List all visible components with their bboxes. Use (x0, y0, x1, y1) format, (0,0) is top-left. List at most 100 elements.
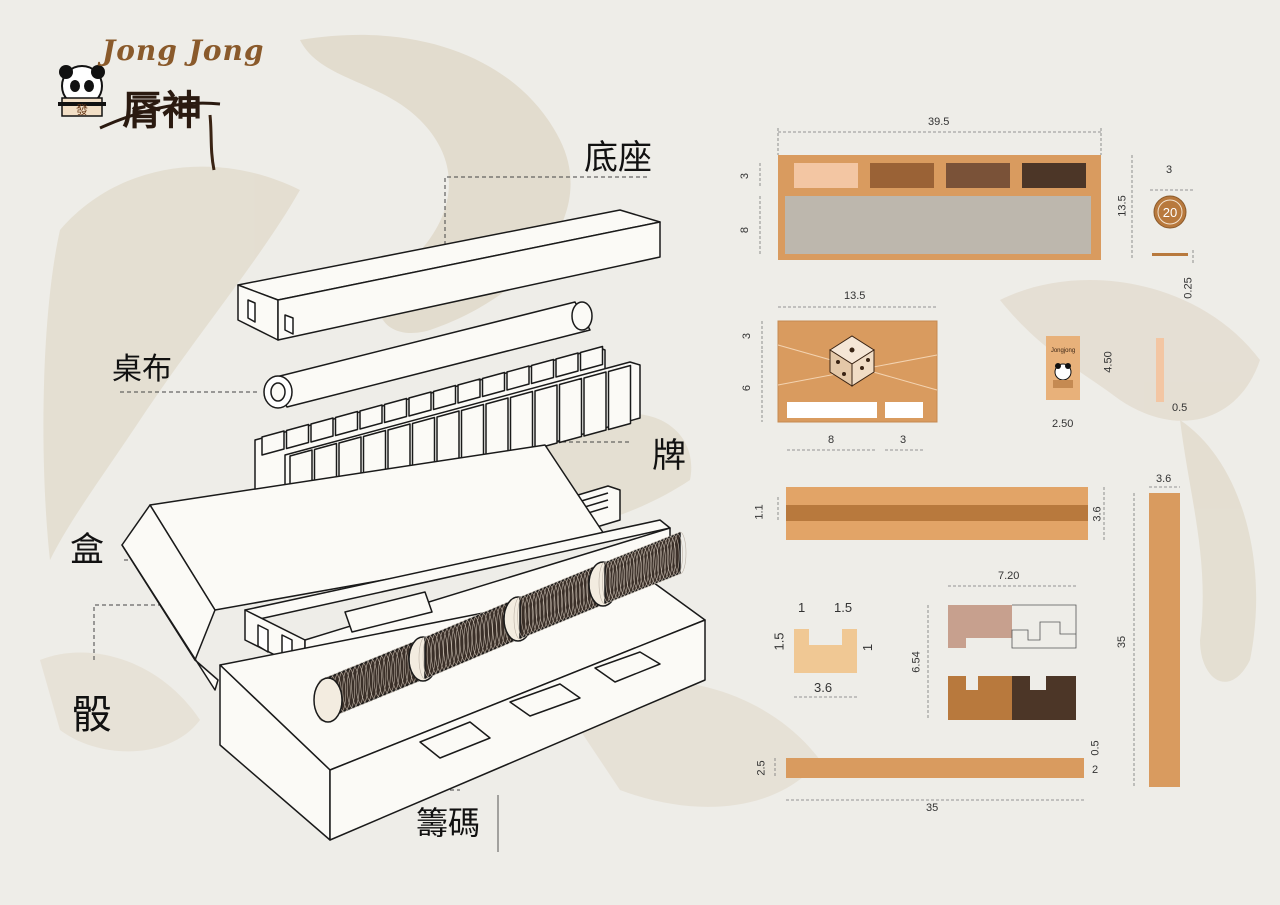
chip-ring (670, 533, 683, 576)
chip-ring (364, 658, 378, 702)
chip-ring (575, 571, 589, 614)
callout-tiles: 牌 (652, 436, 686, 476)
chip-ring (571, 572, 585, 616)
mahjong-tile-back (555, 352, 579, 378)
chip-ring (513, 596, 527, 640)
dim-rail-height: 3.6 (1091, 506, 1104, 522)
dim-rail-slot: 1.1 (753, 504, 766, 520)
chip-ring (418, 636, 432, 680)
dimension-lines-bottom (774, 486, 1180, 801)
chip-ring (342, 667, 356, 711)
dim-long-bar-length: 35 (1116, 635, 1129, 649)
dim-end-height: 6.54 (910, 651, 923, 673)
dice-icon (829, 335, 875, 387)
chip-ring (391, 647, 405, 691)
chip-roll-end-cap (313, 677, 343, 723)
chip-ring (459, 619, 473, 663)
chip-ring (605, 558, 619, 602)
chip-ring (643, 543, 656, 587)
callout-tablecloth: 桌布 (112, 352, 172, 387)
exploded-view (121, 209, 706, 841)
mahjong-tile-back (383, 397, 408, 424)
mahjong-tile-back (530, 358, 555, 385)
dim-card-h2: 6 (741, 384, 754, 392)
chip-ring (378, 653, 391, 696)
chip-ring (629, 549, 642, 593)
chip-rolls (313, 531, 687, 723)
dimension-lines-card (761, 306, 937, 451)
chip-ring (660, 537, 673, 580)
mahjong-tile (558, 377, 583, 444)
dim-top-box-width: 39.5 (928, 116, 950, 128)
chip-ring (625, 550, 639, 594)
chip-ring (528, 590, 541, 634)
chip-ring (351, 664, 364, 707)
logo-brush-tail (208, 114, 216, 171)
dim-small-card-height: 4.50 (1102, 351, 1115, 373)
chip-ring (553, 580, 567, 623)
color-swatch-brown-dark (1022, 163, 1086, 188)
u-profile (794, 629, 857, 673)
gray-tray-panel (785, 196, 1091, 254)
chip-ring (471, 614, 485, 657)
chip-ring (395, 645, 409, 689)
dim-u-width: 3.6 (814, 680, 833, 695)
chip-ring (564, 575, 578, 619)
small-card: Jongjong (1046, 336, 1164, 402)
dim-small-card-width: 2.50 (1052, 418, 1074, 430)
chip-ring (560, 577, 574, 620)
chip-ring (656, 538, 670, 582)
long-bar (1149, 493, 1180, 787)
chip-ring (653, 539, 666, 583)
brand-chinese-wordmark: 脣神 (122, 87, 202, 134)
chip-ring (608, 557, 622, 601)
chip-ring (520, 593, 534, 637)
mahjong-tile-back (579, 345, 604, 372)
mahjong-tile (583, 371, 607, 437)
callout-base: 底座 (584, 138, 652, 178)
chip-ring (360, 660, 373, 704)
chip-ring (373, 655, 387, 698)
color-swatch-brown (946, 163, 1010, 188)
rail-side-view (786, 487, 1088, 540)
mahjong-tile-back (457, 378, 481, 404)
color-swatch-brown-mid (870, 163, 934, 188)
box-tray (219, 579, 706, 841)
chip-ring (557, 578, 570, 622)
chip-ring (535, 587, 549, 631)
logo-mark-char: 發 (76, 102, 88, 117)
dimension-lines-top (759, 128, 1194, 264)
dim-long-bar-width: 3.6 (1156, 473, 1172, 485)
chip-ring (355, 662, 369, 705)
dim-coin-diameter: 3 (1166, 164, 1173, 176)
chip-ring (615, 554, 629, 598)
chip-ring (435, 629, 448, 673)
logo-brush-stroke (99, 101, 221, 130)
chip-ring (663, 535, 677, 579)
dim-bottom-bar-length: 35 (926, 802, 939, 814)
mahjong-tile-back (310, 417, 334, 443)
chip-ring (632, 548, 646, 591)
chip-ring (443, 626, 456, 669)
end-pieces (948, 604, 1077, 720)
chip-ring (550, 581, 563, 625)
dim-bottom-bar-depth: 2 (1092, 764, 1099, 776)
mahjong-tile (509, 390, 534, 457)
dim-card-w1: 8 (828, 434, 835, 446)
chip-ring (649, 541, 663, 584)
mahjong-tile-back (261, 430, 285, 456)
chip-ring (517, 595, 530, 638)
chip-ring (451, 622, 465, 666)
brand-latin-wordmark: Jong Jong (102, 34, 265, 67)
dim-card-width: 13.5 (844, 290, 866, 302)
chip-ring (646, 542, 660, 586)
dim-coin-thickness: 0.25 (1182, 277, 1195, 299)
chip-ring (568, 574, 581, 617)
chip-ring (426, 633, 440, 676)
chip-ring (673, 531, 687, 575)
dim-u-top-left: 1 (798, 600, 806, 615)
chip-ring (666, 534, 680, 578)
chip-ring (524, 592, 538, 635)
